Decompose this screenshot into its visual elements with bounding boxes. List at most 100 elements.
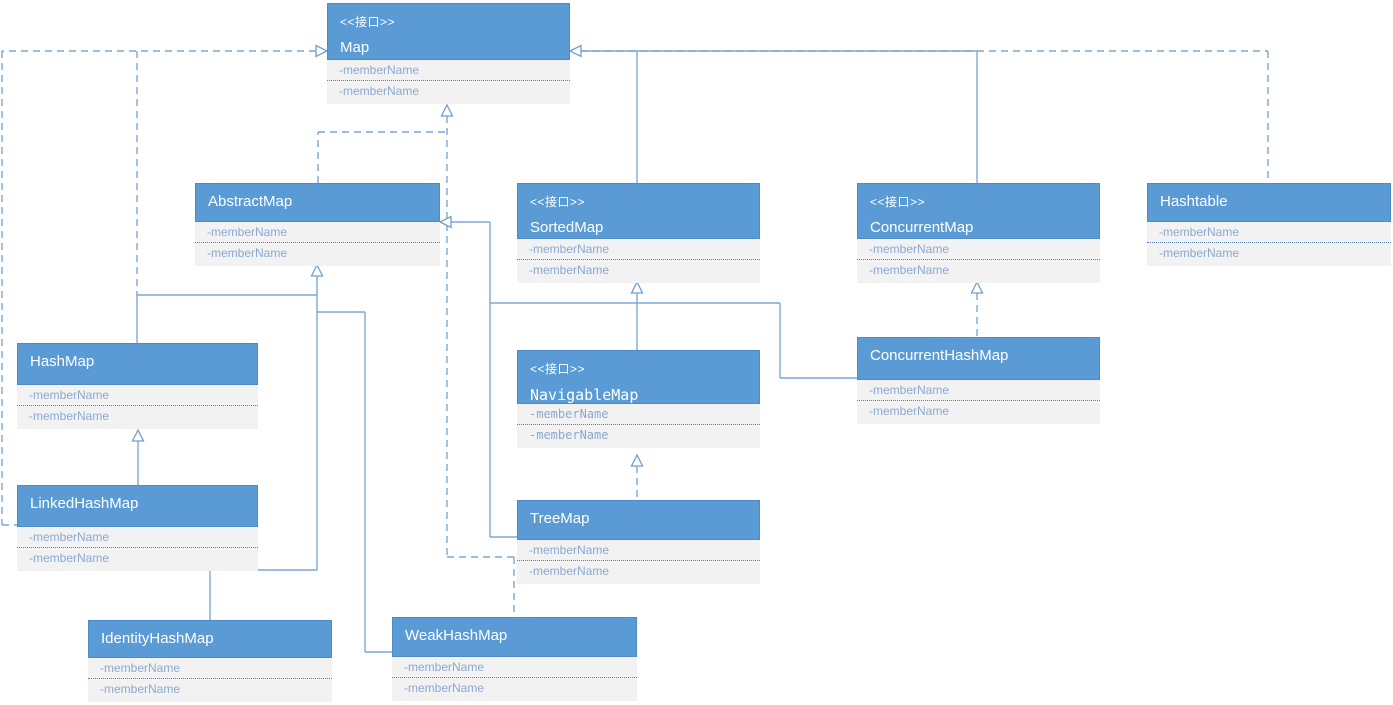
class-header: AbstractMap xyxy=(195,183,440,222)
class-name: Map xyxy=(340,39,370,56)
class-name: Hashtable xyxy=(1160,193,1228,210)
member-name: -memberName xyxy=(517,239,760,260)
member-name: -memberName xyxy=(529,428,609,442)
stereotype-label: <<接口>> xyxy=(870,195,926,209)
class-name: LinkedHashMap xyxy=(30,495,139,512)
class-name: TreeMap xyxy=(530,510,590,527)
class-box-concurrenthashmap[interactable]: ConcurrentHashMap -memberName -memberNam… xyxy=(857,337,1100,424)
class-box-linkedhashmap[interactable]: LinkedHashMap -memberName -memberName xyxy=(17,485,258,571)
class-name: NavigableMap xyxy=(530,386,639,404)
generalization-lines xyxy=(136,50,978,653)
connector-hashmap-to-abstractmap xyxy=(136,276,318,570)
class-header: <<接口>> NavigableMap xyxy=(517,350,760,404)
class-box-abstractmap[interactable]: AbstractMap -memberName -memberName xyxy=(195,183,440,266)
member-name: -memberName xyxy=(207,246,288,260)
class-box-treemap[interactable]: TreeMap -memberName -memberName xyxy=(517,500,760,584)
class-members: -memberName -memberName xyxy=(857,380,1100,424)
arrowhead-map-right xyxy=(568,44,582,58)
class-box-sortedmap[interactable]: <<接口>> SortedMap -memberName -memberName xyxy=(517,183,760,283)
class-box-weakhashmap[interactable]: WeakHashMap -memberName -memberName xyxy=(392,617,637,701)
arrowhead-hashmap-bottom xyxy=(131,428,145,442)
class-header: <<接口>> ConcurrentMap xyxy=(857,183,1100,239)
member-name: -memberName xyxy=(392,657,637,678)
class-header: HashMap xyxy=(17,343,258,385)
class-box-hashtable[interactable]: Hashtable -memberName -memberName xyxy=(1147,183,1391,266)
class-members: -memberName -memberName xyxy=(88,658,332,702)
connector-weakhashmap-to-map-dashed xyxy=(446,116,515,617)
arrowhead-sortedmap-bottom xyxy=(630,280,644,294)
class-box-identityhashmap[interactable]: IdentityHashMap -memberName -memberName xyxy=(88,620,332,702)
arrowhead-concurrentmap-bottom xyxy=(970,280,984,294)
class-name: ConcurrentMap xyxy=(870,219,974,236)
connector-hashtable-to-map-dashed xyxy=(581,50,1269,183)
arrowhead-abstractmap-bottom xyxy=(310,263,324,277)
class-header: IdentityHashMap xyxy=(88,620,332,658)
member-name: -memberName xyxy=(529,564,610,578)
class-header: TreeMap xyxy=(517,500,760,540)
member-name: -memberName xyxy=(869,404,950,418)
class-name: SortedMap xyxy=(530,219,604,236)
class-box-navigablemap[interactable]: <<接口>> NavigableMap -memberName -memberN… xyxy=(517,350,760,448)
class-members: -memberName -memberName xyxy=(1147,222,1391,266)
class-header: <<接口>> SortedMap xyxy=(517,183,760,239)
class-name: HashMap xyxy=(30,353,95,370)
class-box-map[interactable]: <<接口>> Map -memberName -memberName xyxy=(327,3,570,104)
connector-treemap-to-abstractmap xyxy=(451,221,517,538)
member-name: -memberName xyxy=(1147,222,1391,243)
arrowheads xyxy=(131,44,984,467)
connector-sortedmap-concurrentmap-to-map xyxy=(581,50,978,183)
realization-lines xyxy=(1,50,1269,617)
class-members: -memberName -memberName xyxy=(195,222,440,266)
connector-weakhashmap-to-abstractmap xyxy=(317,311,392,653)
class-header: Hashtable xyxy=(1147,183,1391,222)
member-name: -memberName xyxy=(517,404,760,425)
stereotype-label: <<接口>> xyxy=(530,362,586,376)
class-header: <<接口>> Map xyxy=(327,3,570,60)
stereotype-label: <<接口>> xyxy=(340,15,396,29)
class-header: ConcurrentHashMap xyxy=(857,337,1100,380)
member-name: -memberName xyxy=(517,540,760,561)
class-members: -memberName -memberName xyxy=(517,239,760,283)
member-name: -memberName xyxy=(1159,246,1240,260)
class-name: WeakHashMap xyxy=(405,627,508,644)
class-header: WeakHashMap xyxy=(392,617,637,657)
member-name: -memberName xyxy=(857,380,1100,401)
connector-linkedhashmap-to-map-dashed xyxy=(1,51,17,526)
class-name: IdentityHashMap xyxy=(101,630,214,647)
class-members: -memberName -memberName xyxy=(17,385,258,429)
member-name: -memberName xyxy=(339,84,420,98)
member-name: -memberName xyxy=(17,527,258,548)
connector-hashmap-to-map-dashed xyxy=(2,50,316,296)
arrowhead-navigablemap-bottom xyxy=(630,453,644,467)
connector-identityhashmap-to-abstractmap xyxy=(209,569,317,620)
class-members: -memberName -memberName xyxy=(327,60,570,104)
connector-concurrenthashmap-to-abstractmap xyxy=(490,302,857,379)
class-name: ConcurrentHashMap xyxy=(870,347,1009,364)
member-name: -memberName xyxy=(857,239,1100,260)
arrowhead-map-left xyxy=(315,44,329,58)
member-name: -memberName xyxy=(17,385,258,406)
class-members: -memberName -memberName xyxy=(857,239,1100,283)
arrowhead-abstractmap-right xyxy=(438,215,452,229)
connector-abstractmap-to-map-dashed xyxy=(317,131,447,183)
class-members: -memberName -memberName xyxy=(17,527,258,571)
member-name: -memberName xyxy=(195,222,440,243)
member-name: -memberName xyxy=(29,551,110,565)
class-members: -memberName -memberName xyxy=(517,540,760,584)
class-box-hashmap[interactable]: HashMap -memberName -memberName xyxy=(17,343,258,429)
class-members: -memberName -memberName xyxy=(392,657,637,701)
class-header: LinkedHashMap xyxy=(17,485,258,527)
member-name: -memberName xyxy=(869,263,950,277)
stereotype-label: <<接口>> xyxy=(530,195,586,209)
member-name: -memberName xyxy=(100,682,181,696)
member-name: -memberName xyxy=(404,681,485,695)
arrowhead-map-bottom xyxy=(440,103,454,117)
class-members: -memberName -memberName xyxy=(517,404,760,448)
member-name: -memberName xyxy=(29,409,110,423)
member-name: -memberName xyxy=(88,658,332,679)
class-box-concurrentmap[interactable]: <<接口>> ConcurrentMap -memberName -member… xyxy=(857,183,1100,283)
member-name: -memberName xyxy=(529,263,610,277)
class-name: AbstractMap xyxy=(208,193,293,210)
